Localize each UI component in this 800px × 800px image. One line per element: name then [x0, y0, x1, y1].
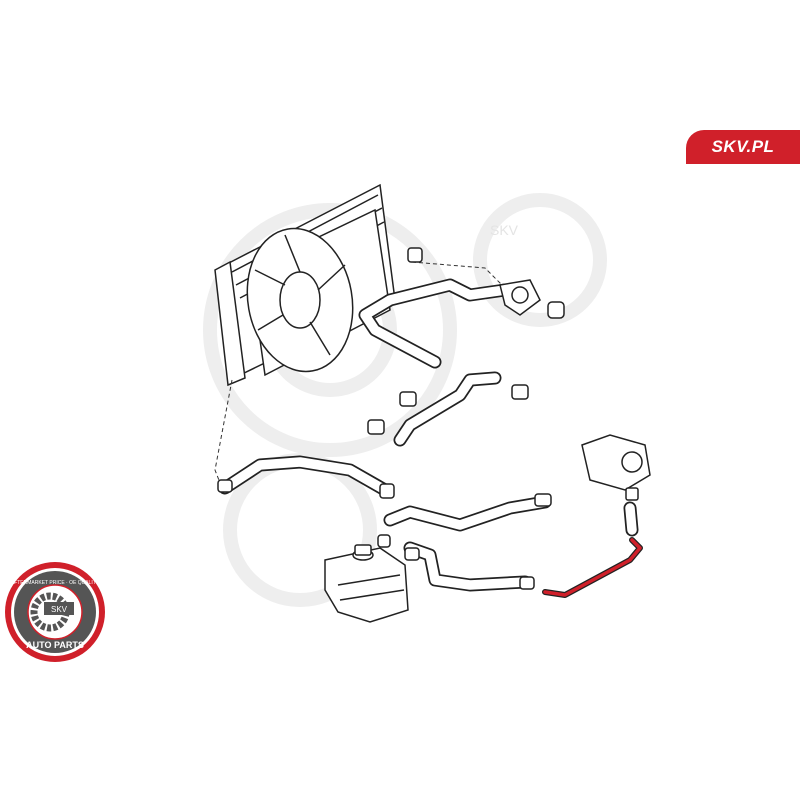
hose-connector	[499, 279, 541, 316]
svg-text:AUTO PARTS: AUTO PARTS	[26, 640, 84, 650]
highlighted-hose	[542, 537, 643, 598]
leader-lines	[214, 261, 506, 489]
expansion-tank	[324, 544, 409, 623]
brand-label: SKV.PL	[711, 137, 775, 156]
thermostat-housing	[581, 434, 651, 501]
hoses	[218, 278, 639, 592]
svg-text:SKV: SKV	[51, 605, 68, 614]
hose-clamps	[217, 247, 565, 590]
watermark-text: SKV	[490, 222, 519, 238]
skv-auto-parts-seal: SKV AFTERMARKET PRICE · OE QUALITY AUTO …	[5, 562, 105, 662]
svg-text:AFTERMARKET PRICE · OE QUALITY: AFTERMARKET PRICE · OE QUALITY	[11, 580, 100, 586]
cooling-fan	[246, 208, 391, 377]
brand-badge[interactable]: SKV.PL	[686, 130, 800, 164]
